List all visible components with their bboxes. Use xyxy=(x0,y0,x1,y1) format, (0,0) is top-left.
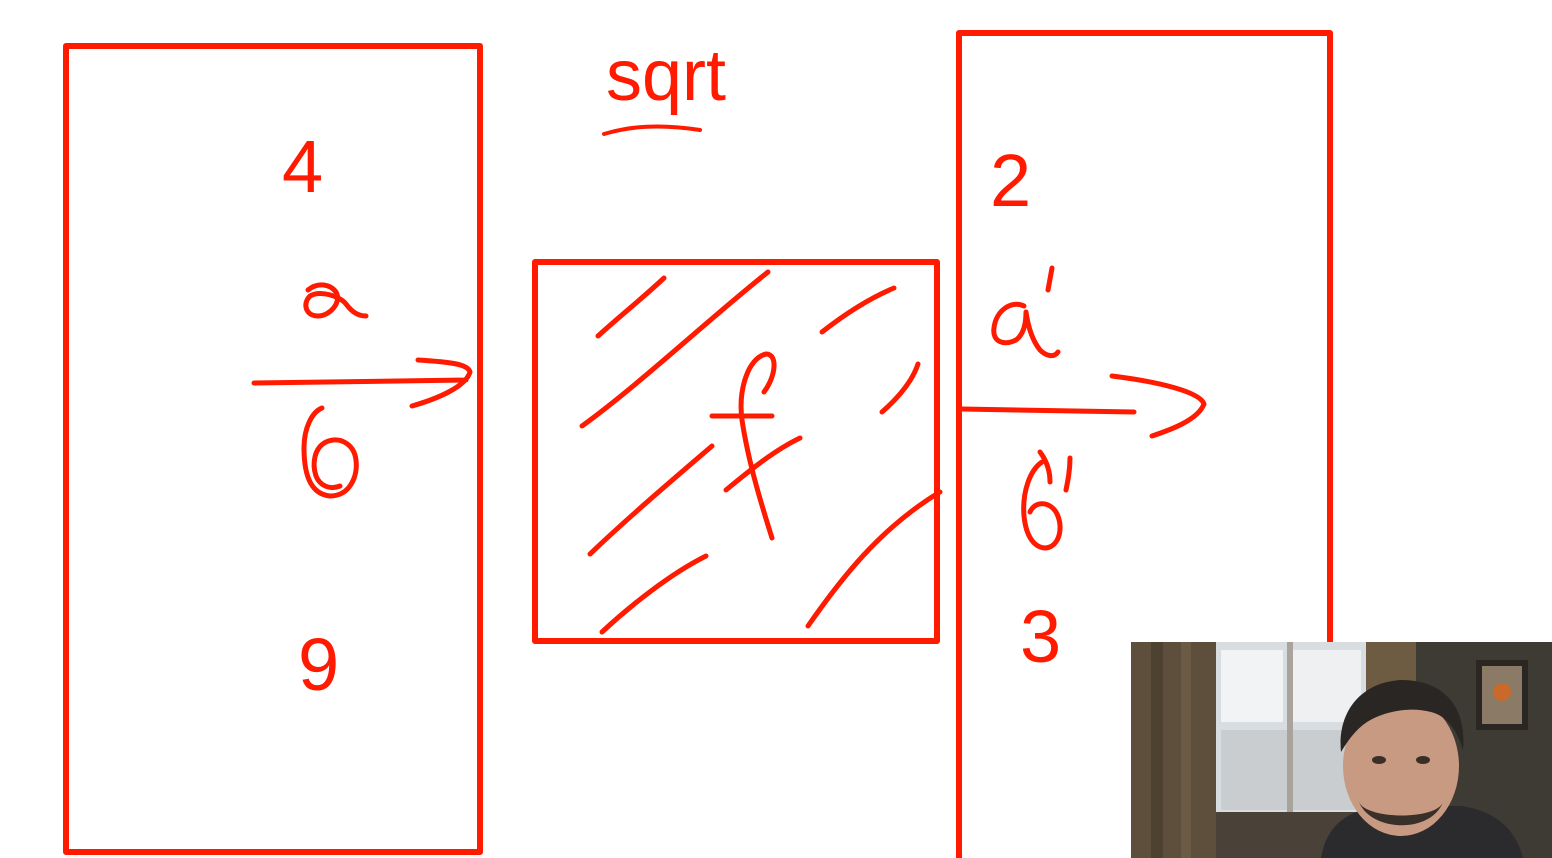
webcam-overlay xyxy=(1131,642,1552,858)
output-arrow xyxy=(959,373,1207,439)
output-label-b-glyph xyxy=(1021,449,1073,551)
output-label-a-glyph xyxy=(991,265,1061,359)
input-value-bottom: 9 xyxy=(298,623,340,706)
function-f-glyph xyxy=(709,351,803,541)
input-set-box xyxy=(63,43,483,855)
input-value-top: 4 xyxy=(282,125,324,208)
input-label-a-glyph xyxy=(303,282,369,319)
function-name-label: sqrt xyxy=(606,36,727,116)
output-value-bottom: 3 xyxy=(1020,595,1062,678)
input-arrow xyxy=(251,357,473,409)
output-set-box xyxy=(956,30,1333,858)
output-value-top: 2 xyxy=(990,139,1032,222)
sqrt-underline xyxy=(602,124,702,136)
function-box-hatching xyxy=(579,269,943,635)
webcam-video-frame xyxy=(1131,642,1552,858)
function-box xyxy=(532,259,940,644)
input-label-b-glyph xyxy=(301,405,359,499)
